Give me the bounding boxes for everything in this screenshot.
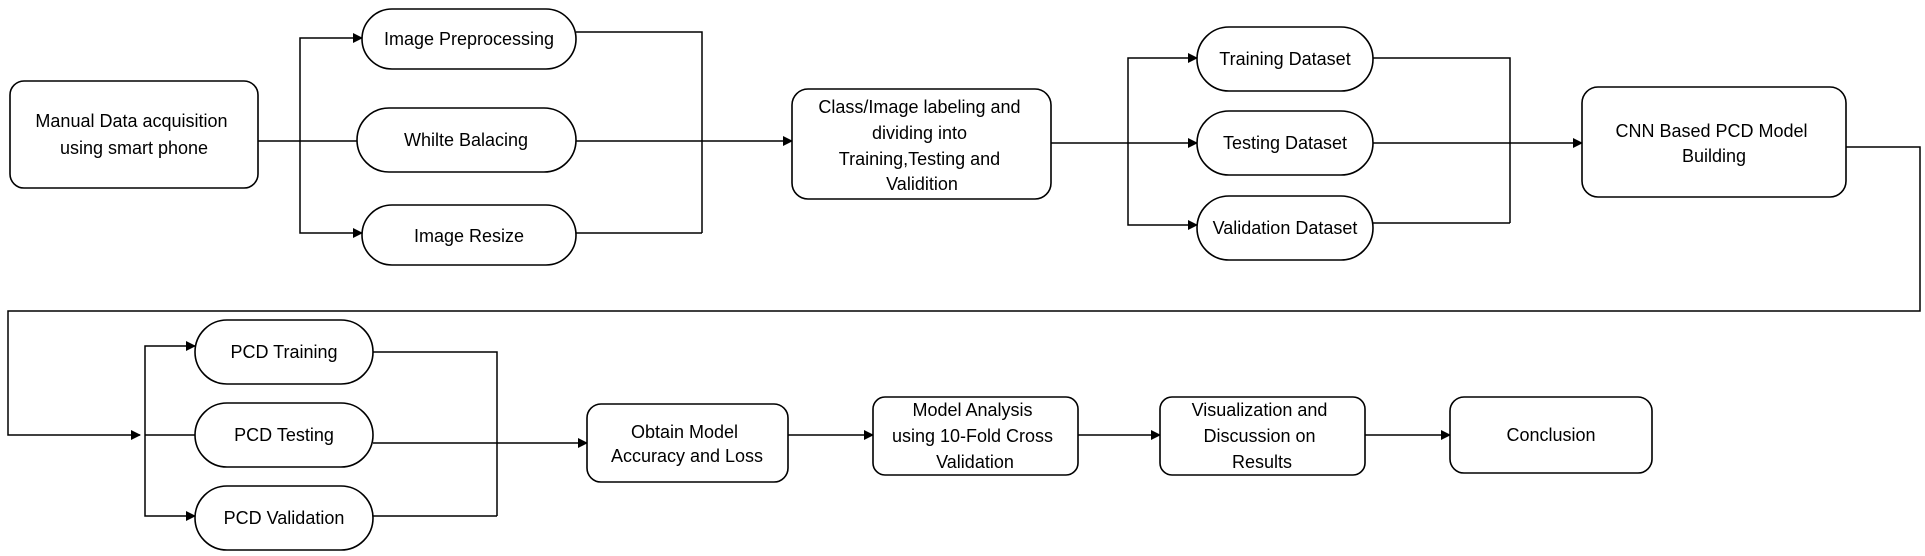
edge-branch-to-pcd-validation	[144, 435, 196, 521]
edge-branch-to-preprocessing	[299, 33, 363, 141]
node-label: Validation Dataset	[1213, 218, 1358, 238]
node-label: Model Analysis using 10-Fold Cross Valid…	[892, 400, 1058, 472]
edge-cnn-to-pcd-row	[7, 146, 1921, 440]
node-label: PCD Training	[230, 342, 337, 362]
node-training-dataset: Training Dataset	[1196, 26, 1374, 92]
connectors	[7, 31, 1921, 521]
node-label: Image Resize	[414, 226, 524, 246]
node-class-labeling: Class/Image labeling and dividing into T…	[791, 88, 1052, 200]
node-label: Conclusion	[1506, 425, 1595, 445]
node-label: Visualization and Discussion on Results	[1192, 400, 1333, 472]
node-label: Training Dataset	[1219, 49, 1350, 69]
node-label: PCD Validation	[224, 508, 345, 528]
node-model-analysis: Model Analysis using 10-Fold Cross Valid…	[872, 396, 1079, 476]
node-label: CNN Based PCD Model Building	[1615, 121, 1812, 166]
node-testing-dataset: Testing Dataset	[1196, 110, 1374, 176]
node-manual-acquisition: Manual Data acquisition using smart phon…	[9, 80, 259, 189]
node-white-balancing: Whilte Balacing	[356, 107, 577, 173]
edge-branch-to-pcd-training	[144, 341, 196, 435]
node-conclusion: Conclusion	[1449, 396, 1653, 474]
node-accuracy-loss: Obtain Model Accuracy and Loss	[586, 403, 789, 483]
edge-pcd-training-merge	[373, 351, 498, 516]
edge-branch-to-validation	[1127, 143, 1198, 230]
node-visualization: Visualization and Discussion on Results	[1159, 396, 1366, 476]
node-label: Image Preprocessing	[384, 29, 554, 49]
node-label: PCD Testing	[234, 425, 334, 445]
node-label: Manual Data acquisition using smart phon…	[35, 111, 232, 158]
node-label: Whilte Balacing	[404, 130, 528, 150]
node-pcd-validation: PCD Validation	[194, 485, 374, 551]
edge-branch-to-training	[1127, 53, 1198, 143]
node-pcd-testing: PCD Testing	[194, 402, 374, 468]
node-validation-dataset: Validation Dataset	[1196, 195, 1374, 261]
edge-preprocessing-merge	[576, 31, 703, 233]
edge-training-merge	[1373, 57, 1511, 223]
node-label: Obtain Model Accuracy and Loss	[611, 422, 763, 466]
node-label: Testing Dataset	[1223, 133, 1347, 153]
edge-branch-to-resize	[299, 141, 363, 238]
node-pcd-training: PCD Training	[194, 319, 374, 385]
node-label: Class/Image labeling and dividing into T…	[818, 97, 1025, 194]
node-cnn-model-building: CNN Based PCD Model Building	[1581, 86, 1847, 198]
node-image-resize: Image Resize	[361, 204, 577, 266]
node-image-preprocessing: Image Preprocessing	[361, 8, 577, 70]
